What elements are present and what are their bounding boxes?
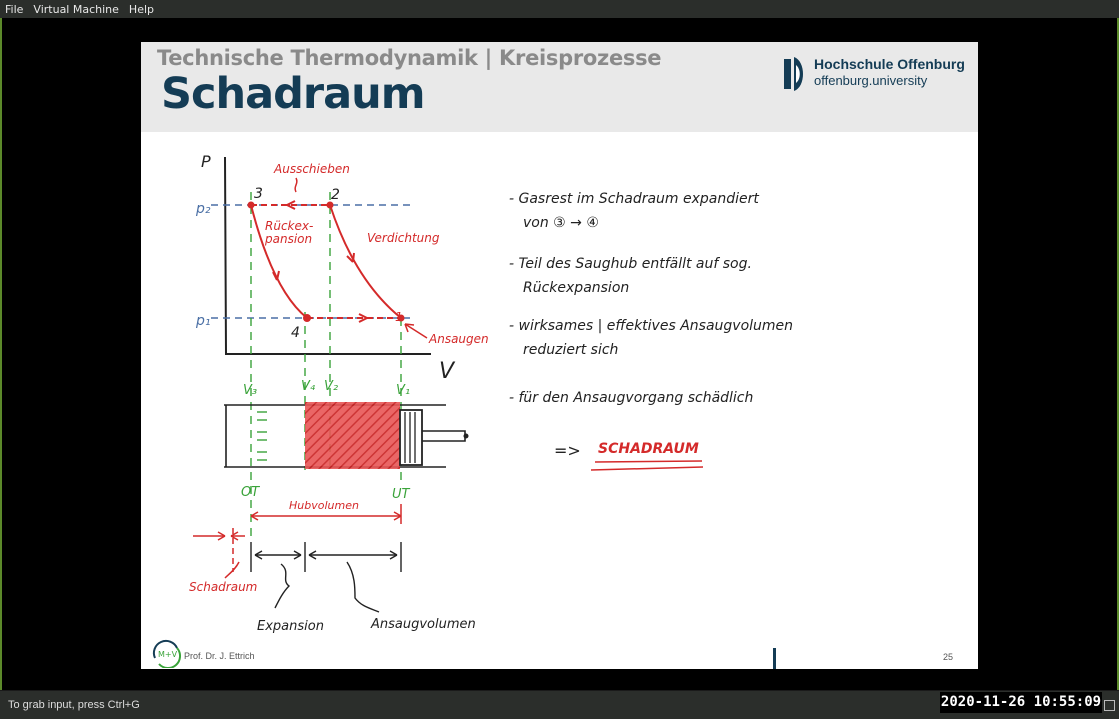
compressed-gas-hatch — [305, 402, 400, 469]
volume-dimensions — [250, 542, 402, 613]
point-2-label: 2 — [331, 187, 340, 203]
v1-label: V₁ — [396, 383, 410, 398]
page-number: 25 — [943, 652, 954, 662]
v2-label: V₂ — [324, 379, 338, 394]
point-3-label: 3 — [254, 186, 263, 202]
expansion-label: Expansion — [257, 619, 324, 634]
note-3-line-1: - wirksames | effektives Ansaugvolumen — [509, 318, 793, 334]
v4-label: V₄ — [301, 379, 316, 394]
ansaugvolumen-label: Ansaugvolumen — [370, 617, 476, 632]
piston — [399, 409, 469, 466]
v3-label: V₃ — [243, 383, 257, 398]
university-logo: Hochschule Offenburg offenburg.universit… — [784, 55, 974, 95]
schadraum-dimension — [193, 528, 245, 579]
university-name: Hochschule Offenburg — [814, 56, 965, 72]
ut-label: UT — [392, 487, 411, 502]
ausschieben-arrow — [294, 177, 298, 193]
point-4-label: 4 — [291, 325, 300, 341]
p-axis-label: P — [201, 152, 211, 171]
note-2-line-1: - Teil des Saughub entfällt auf sog. — [509, 256, 752, 272]
slide-subtitle: Technische Thermodynamik | Kreisprozesse — [157, 46, 662, 70]
notes: - Gasrest im Schadraum expandiert von ③ … — [509, 191, 793, 406]
ausschieben-label: Ausschieben — [273, 162, 350, 176]
slide-title: Schadraum — [161, 69, 426, 119]
note-4-line-1: - für den Ansaugvorgang schädlich — [509, 390, 753, 406]
conclusion-arrow: => — [554, 441, 581, 460]
department-logo-icon: M+V — [152, 639, 181, 668]
schadraum-label: Schadraum — [189, 580, 257, 594]
conclusion-label: SCHADRAUM — [598, 441, 699, 457]
p2-label: p₂ — [195, 201, 211, 217]
university-domain: offenburg.university — [814, 73, 928, 88]
verdichtung-label: Verdichtung — [367, 231, 440, 245]
window-border-left — [0, 18, 2, 718]
menu-help[interactable]: Help — [128, 3, 154, 16]
menu-file[interactable]: File — [5, 3, 24, 16]
note-3-line-2: reduziert sich — [523, 342, 618, 358]
menu-virtual-machine[interactable]: Virtual Machine — [33, 3, 119, 16]
pv-axes — [224, 156, 431, 355]
hubvolumen-label: Hubvolumen — [289, 499, 359, 512]
note-1-line-1: - Gasrest im Schadraum expandiert — [509, 191, 759, 207]
note-1-line-2: von ③ → ④ — [523, 215, 599, 231]
ansaugen-label: Ansaugen — [428, 332, 489, 346]
grab-input-hint: To grab input, press Ctrl+G — [8, 699, 140, 711]
p1-label: p₁ — [195, 313, 211, 329]
status-bar: To grab input, press Ctrl+G — [0, 690, 1119, 719]
point-1-label: 1 — [395, 310, 403, 324]
keyboard-grab-icon[interactable] — [1104, 700, 1115, 711]
note-2-line-2: Rückexpansion — [523, 280, 629, 296]
v-axis-label: V — [439, 359, 456, 384]
window-border-right — [1117, 18, 1119, 718]
rueckexpansion-label-2: pansion — [264, 232, 312, 246]
dead-space-marks — [257, 411, 267, 461]
svg-text:M+V: M+V — [158, 650, 178, 659]
footer-author: Prof. Dr. J. Ettrich — [184, 651, 255, 661]
handwritten-sketch: P V p₂ p₁ — [189, 152, 793, 634]
conclusion-underline — [590, 460, 704, 471]
ot-label: OT — [241, 485, 260, 500]
timestamp-overlay: 2020-11-26 10:55:09 — [940, 692, 1102, 713]
state-points — [247, 201, 405, 322]
rueckexpansion-label-1: Rückex- — [265, 219, 313, 233]
slide-progress-marker — [773, 648, 776, 669]
presentation-slide: Technische Thermodynamik | Kreisprozesse… — [141, 42, 978, 669]
hubvolumen-dimension — [250, 504, 402, 524]
slide-header: Technische Thermodynamik | Kreisprozesse… — [141, 42, 978, 132]
ansaugen-arrow — [404, 323, 428, 339]
university-logo-icon — [784, 57, 803, 91]
menu-bar: File Virtual Machine Help — [0, 0, 1119, 19]
pv-cycle — [250, 200, 402, 323]
